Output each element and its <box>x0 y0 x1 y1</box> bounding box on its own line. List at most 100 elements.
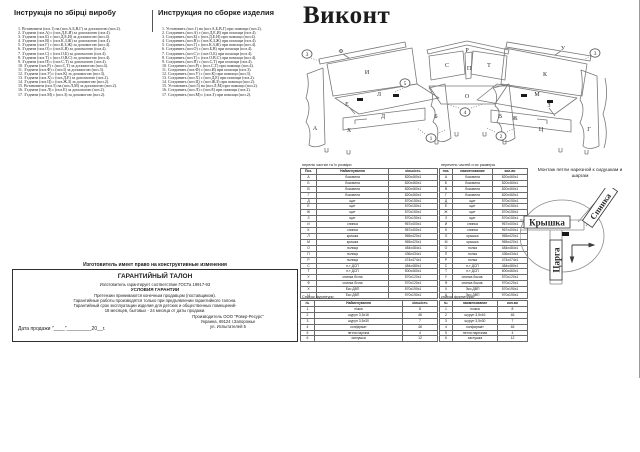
table-cell: 970х190х1 <box>388 292 438 299</box>
list-item: 11. З'єднати (поз.Ф) с (поз.І) за допомо… <box>18 67 104 72</box>
parts-table-ru: перечень частей и их размеры поз.наимено… <box>439 163 528 299</box>
panel-s <box>428 50 466 81</box>
rail-r <box>426 40 510 55</box>
table-cell: 12 <box>497 335 528 343</box>
instructions-ru-list: 1. Установить (поз.1) на (поз.А,Б,В,Г) п… <box>162 27 304 97</box>
rail-f <box>318 41 407 65</box>
design-change-notice: Изготовитель имеет право на конструктивн… <box>83 262 227 268</box>
label-a: А <box>313 126 318 132</box>
assembly-diagram: 3 3 5 4 1 2 А Б В Г Д Е Ж З И К Л М О П … <box>301 40 607 155</box>
label-z: З <box>547 103 550 109</box>
list-item: 7. Соединить (поз.С) с (поз.О,Б) при пом… <box>162 51 253 56</box>
list-item: 6. З'єднати (поз.О) с (поз.Б,В) за допом… <box>18 47 107 52</box>
table-cell: заглушка <box>452 335 498 343</box>
label-b: Б <box>434 114 438 120</box>
table-cell: 6 <box>300 335 315 343</box>
label-p: П <box>467 66 472 72</box>
sale-date-line: Дата продажи "____"_________20__г. <box>18 326 106 332</box>
list-item: 10. Соединить (поз.Р) с (поз.С,Т) при по… <box>162 63 254 68</box>
seat-m <box>476 83 578 115</box>
list-item: Гарантийные работы производятся только п… <box>73 298 237 303</box>
instructions-ua-list: 1. Встановити (поз.1) на (поз.А,Б,В,Г) з… <box>18 27 154 97</box>
rail-u <box>505 41 592 62</box>
parts-table-ru-title: перечень частей и их размеры <box>441 163 496 167</box>
callout-1: 1 <box>430 136 433 142</box>
hinge-tsarga-label: Царга <box>552 247 562 273</box>
list-item: 14. З'єднати (поз.Ц) с (поз.Ж,З) за допо… <box>18 80 110 85</box>
tsarga-d <box>342 107 426 131</box>
list-item: 13. З'єднати (поз.Х) с (поз.Д,Е) за допо… <box>18 76 109 81</box>
list-item: 16. Соединить (поз.Л) с (поз.Е) при помо… <box>162 88 251 93</box>
list-item: 6. Соединить (поз.О) с (поз.Б,В) при пом… <box>162 47 253 52</box>
label-m: М <box>534 92 540 98</box>
list-item: 11. Соединить (поз.Ф) с (поз.И) при помо… <box>162 67 252 72</box>
list-item: 3. З'єднати (поз.Б) с (поз.Д,Е,И) за доп… <box>18 35 110 40</box>
list-item: 15. Встановити (поз.5) на (поз.Л,М) за д… <box>18 84 117 89</box>
label-r: Р <box>465 48 469 54</box>
parts-table-ua: перелік частин та їх розміри Поз.Наймену… <box>300 163 438 299</box>
list-item: 15. Установить (поз.5) на (поз.Л,М) при … <box>162 84 258 89</box>
list-item: 17. З'єднати (поз.М) с (поз.З) за допомо… <box>18 92 106 97</box>
list-item: 18 месяцев, бытовых - 24 месяца от даты … <box>104 308 206 313</box>
table-cell: заглушка <box>314 335 403 343</box>
label-e: Е <box>345 102 349 108</box>
warranty-conditions: Претензии принимаются конечным продавцом… <box>13 293 297 313</box>
list-item: 9. З'єднати (поз.П) с (поз.С,Т) за допом… <box>18 59 107 64</box>
list-item: 14. Соединить (поз.Ц) с (поз.Ж,З) при по… <box>162 80 255 85</box>
callout-2: 2 <box>500 134 503 140</box>
list-item: 10. З'єднати (поз.Р) с (поз.С,Т) за допо… <box>18 63 108 68</box>
list-item: 7. З'єднати (поз.С) с (поз.О,Б) за допом… <box>18 51 107 56</box>
label-h: Х <box>347 128 352 134</box>
page-title: Виконт <box>303 2 391 29</box>
seat-l <box>334 83 440 115</box>
list-item: 13. Соединить (поз.Х) с (поз.Д,Е) при по… <box>162 76 255 81</box>
list-item: 5. З'єднати (поз.Г) с (поз.К,З,Ж) за доп… <box>18 43 111 48</box>
side-panel-a <box>305 67 326 148</box>
back-i <box>326 47 418 97</box>
list-item: 9. Соединить (поз.П) с (поз.С,Т) при пом… <box>162 59 253 64</box>
list-item: 12. З'єднати (поз.У) с (поз.К) за допомо… <box>18 72 106 77</box>
list-item: ул. Испытателей 5 <box>210 324 246 329</box>
warranty-card: ГАРАНТИЙНЫЙ ТАЛОН Изготовитель гарантиру… <box>12 269 298 342</box>
inner-side-v <box>492 83 516 142</box>
list-item: Украина, 69124 г.Запорожье <box>200 319 256 324</box>
column-divider <box>152 10 153 32</box>
label-l: Л <box>377 92 381 98</box>
parts-table-ua-title: перелік частин та їх розміри <box>302 163 352 167</box>
label-i: И <box>365 70 370 76</box>
list-item: 4. Соединить (поз.В) с (поз.К,З,Ж) при п… <box>162 39 257 44</box>
hinge-detail-diagram: Крышка Царга Спинка <box>520 188 619 285</box>
list-item: 5. Соединить (поз.Г) с (поз.К,З,Ж) при п… <box>162 43 257 48</box>
callout-3-right: 3 <box>594 51 597 57</box>
side-panel-g-outline <box>602 77 607 149</box>
list-item: Претензии принимаются конечным продавцом… <box>94 293 216 298</box>
list-item: 1. Установить (поз.1) на (поз.А,Б,В,Г) п… <box>162 27 262 31</box>
warranty-gost-line: Изготовитель гарантирует соответствие ГО… <box>99 282 211 287</box>
list-item: 2. З'єднати (поз.А) с (поз.Д,Е,И) за доп… <box>18 31 111 36</box>
warranty-subtitle: УСЛОВИЯ ГАРАНТИИ <box>130 287 180 292</box>
producer-info: Производитель ООО "Ровер-Ресурс"Украина,… <box>163 314 293 329</box>
list-item: 3. Соединить (поз.Б) с (поз.Д,Е,И) при п… <box>162 35 256 40</box>
callout-3-left: 3 <box>306 52 309 58</box>
table-cell: 12 <box>402 335 438 343</box>
hinge-cover-label: Крышка <box>529 218 565 228</box>
table-cell: 6 <box>439 335 453 343</box>
back-k <box>500 47 588 97</box>
label-v: В <box>498 114 502 120</box>
side-panel-g <box>579 69 600 149</box>
hinge-note: Монтаж петли нарезной к сидушкам и шарга… <box>537 168 623 179</box>
label-t: Т <box>487 63 491 69</box>
instructions-ua-title: Інструкція по збірці виробу <box>14 8 116 17</box>
list-item: Производитель ООО "Ровер-Ресурс" <box>192 314 264 319</box>
label-d: Д <box>381 114 385 120</box>
list-item: 17. Соединить (поз.М) с (поз.З) при помо… <box>162 92 252 97</box>
hardware-table-ru-title: список фурнитуры <box>441 295 474 299</box>
